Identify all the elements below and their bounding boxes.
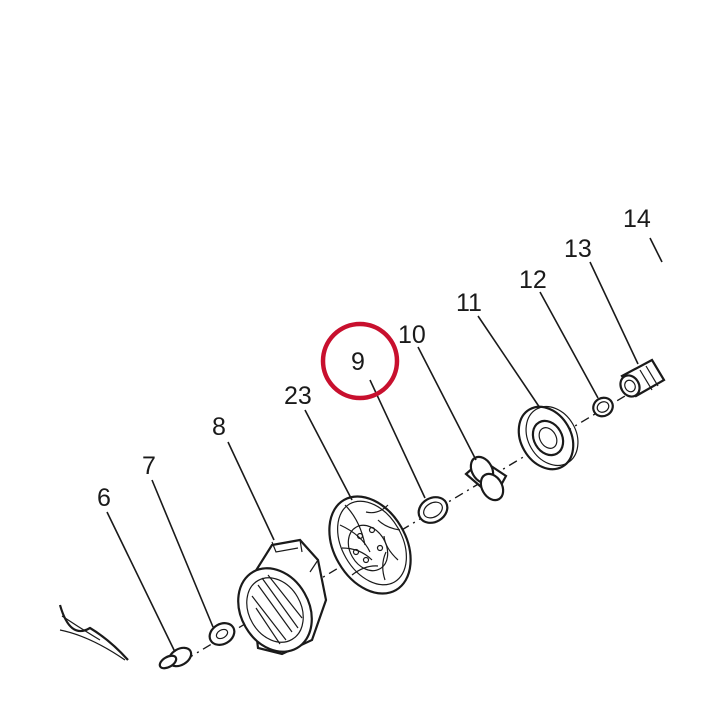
leader-13 [589,261,639,365]
part-7-washer [208,622,236,646]
part-9-washer [417,496,449,524]
part-23-impeller [328,495,412,595]
part-12-ring [592,396,614,418]
highlight-circle [320,321,400,401]
label-23: 23 [284,382,312,410]
part-6-housing-screw [58,604,193,670]
leader-lines [106,237,663,653]
label-10: 10 [398,321,426,349]
leader-9 [369,379,426,499]
leader-14 [649,237,663,263]
leader-11 [477,315,541,409]
part-13-bushing [619,358,666,398]
part-10-sleeve [464,455,508,502]
part-8-diffuser [237,538,328,656]
label-7: 7 [142,452,156,480]
part-11-bearing [517,405,579,471]
leader-6 [106,511,176,653]
leader-7 [151,479,214,628]
label-14: 14 [623,205,651,233]
label-13: 13 [564,235,592,263]
label-12: 12 [519,266,547,294]
label-6: 6 [97,484,111,512]
leader-8 [227,441,275,541]
label-9: 9 [351,348,365,376]
leader-23 [304,409,353,501]
leader-10 [417,346,477,461]
leader-12 [539,291,599,399]
label-11: 11 [456,289,482,317]
label-8: 8 [212,413,226,441]
